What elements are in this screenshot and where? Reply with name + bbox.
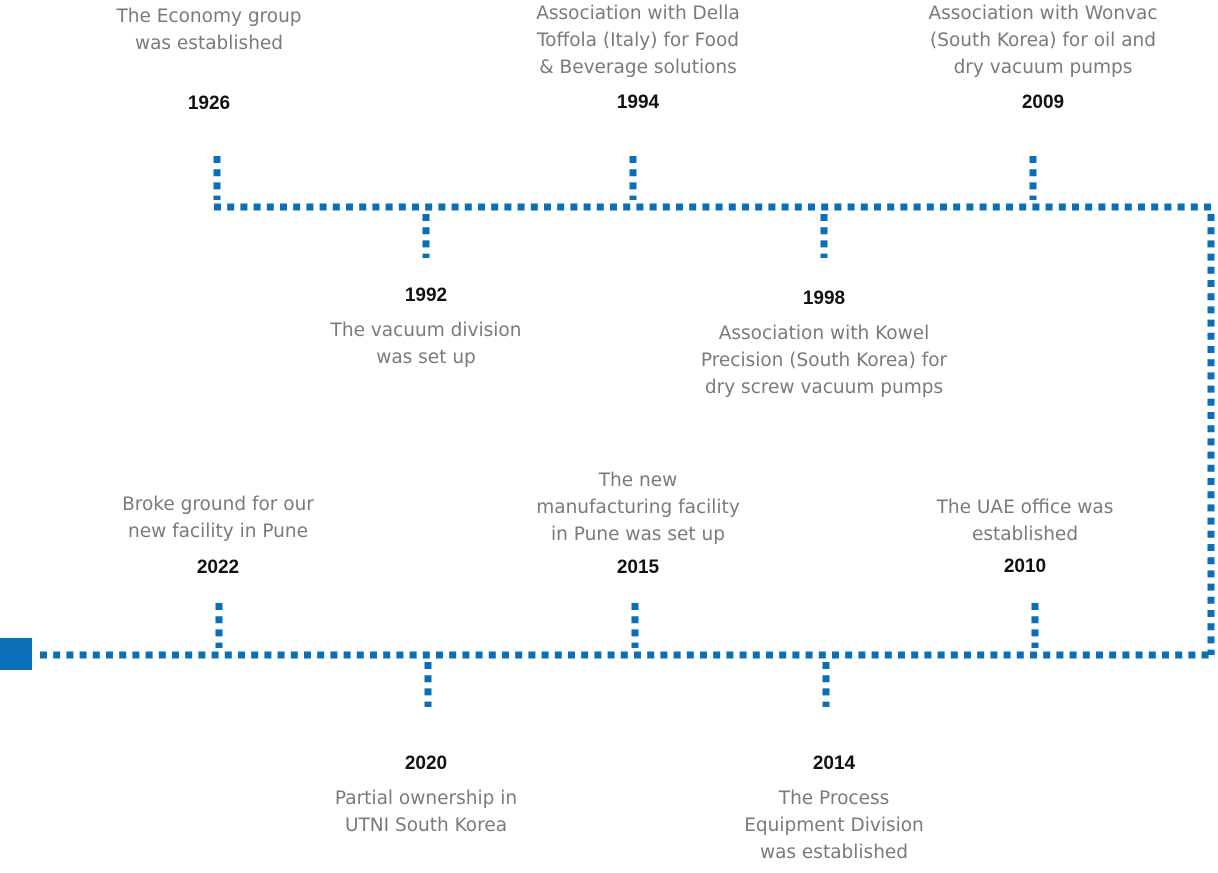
timeline-start-marker	[0, 638, 32, 670]
timeline-lines	[40, 156, 1215, 707]
event-year: 1994	[616, 92, 660, 113]
event-description: The Economy group was established	[116, 6, 302, 54]
event-year: 2009	[1021, 92, 1065, 113]
event-description: The Process Equipment Division was estab…	[744, 788, 924, 863]
event-year: 1998	[802, 288, 846, 309]
event-description: The vacuum division was set up	[330, 320, 522, 368]
event-year: 2020	[404, 753, 448, 774]
event-year: 2010	[1003, 556, 1047, 577]
event-year: 2015	[616, 557, 660, 578]
event-description: The UAE office was established	[936, 497, 1114, 545]
event-year: 1926	[187, 93, 231, 114]
event-description: Association with Kowel Precision (South …	[700, 323, 948, 398]
event-year: 2014	[812, 753, 856, 774]
event-year: 2022	[196, 557, 240, 578]
event-year: 1992	[404, 285, 448, 306]
event-description: Association with Della Toffola (Italy) f…	[536, 3, 740, 78]
event-description: Association with Wonvac (South Korea) fo…	[928, 3, 1158, 78]
event-description: Broke ground for our new facility in Pun…	[122, 494, 314, 542]
event-description: Partial ownership in UTNI South Korea	[334, 788, 518, 836]
event-description: The new manufacturing facility in Pune w…	[536, 470, 740, 545]
